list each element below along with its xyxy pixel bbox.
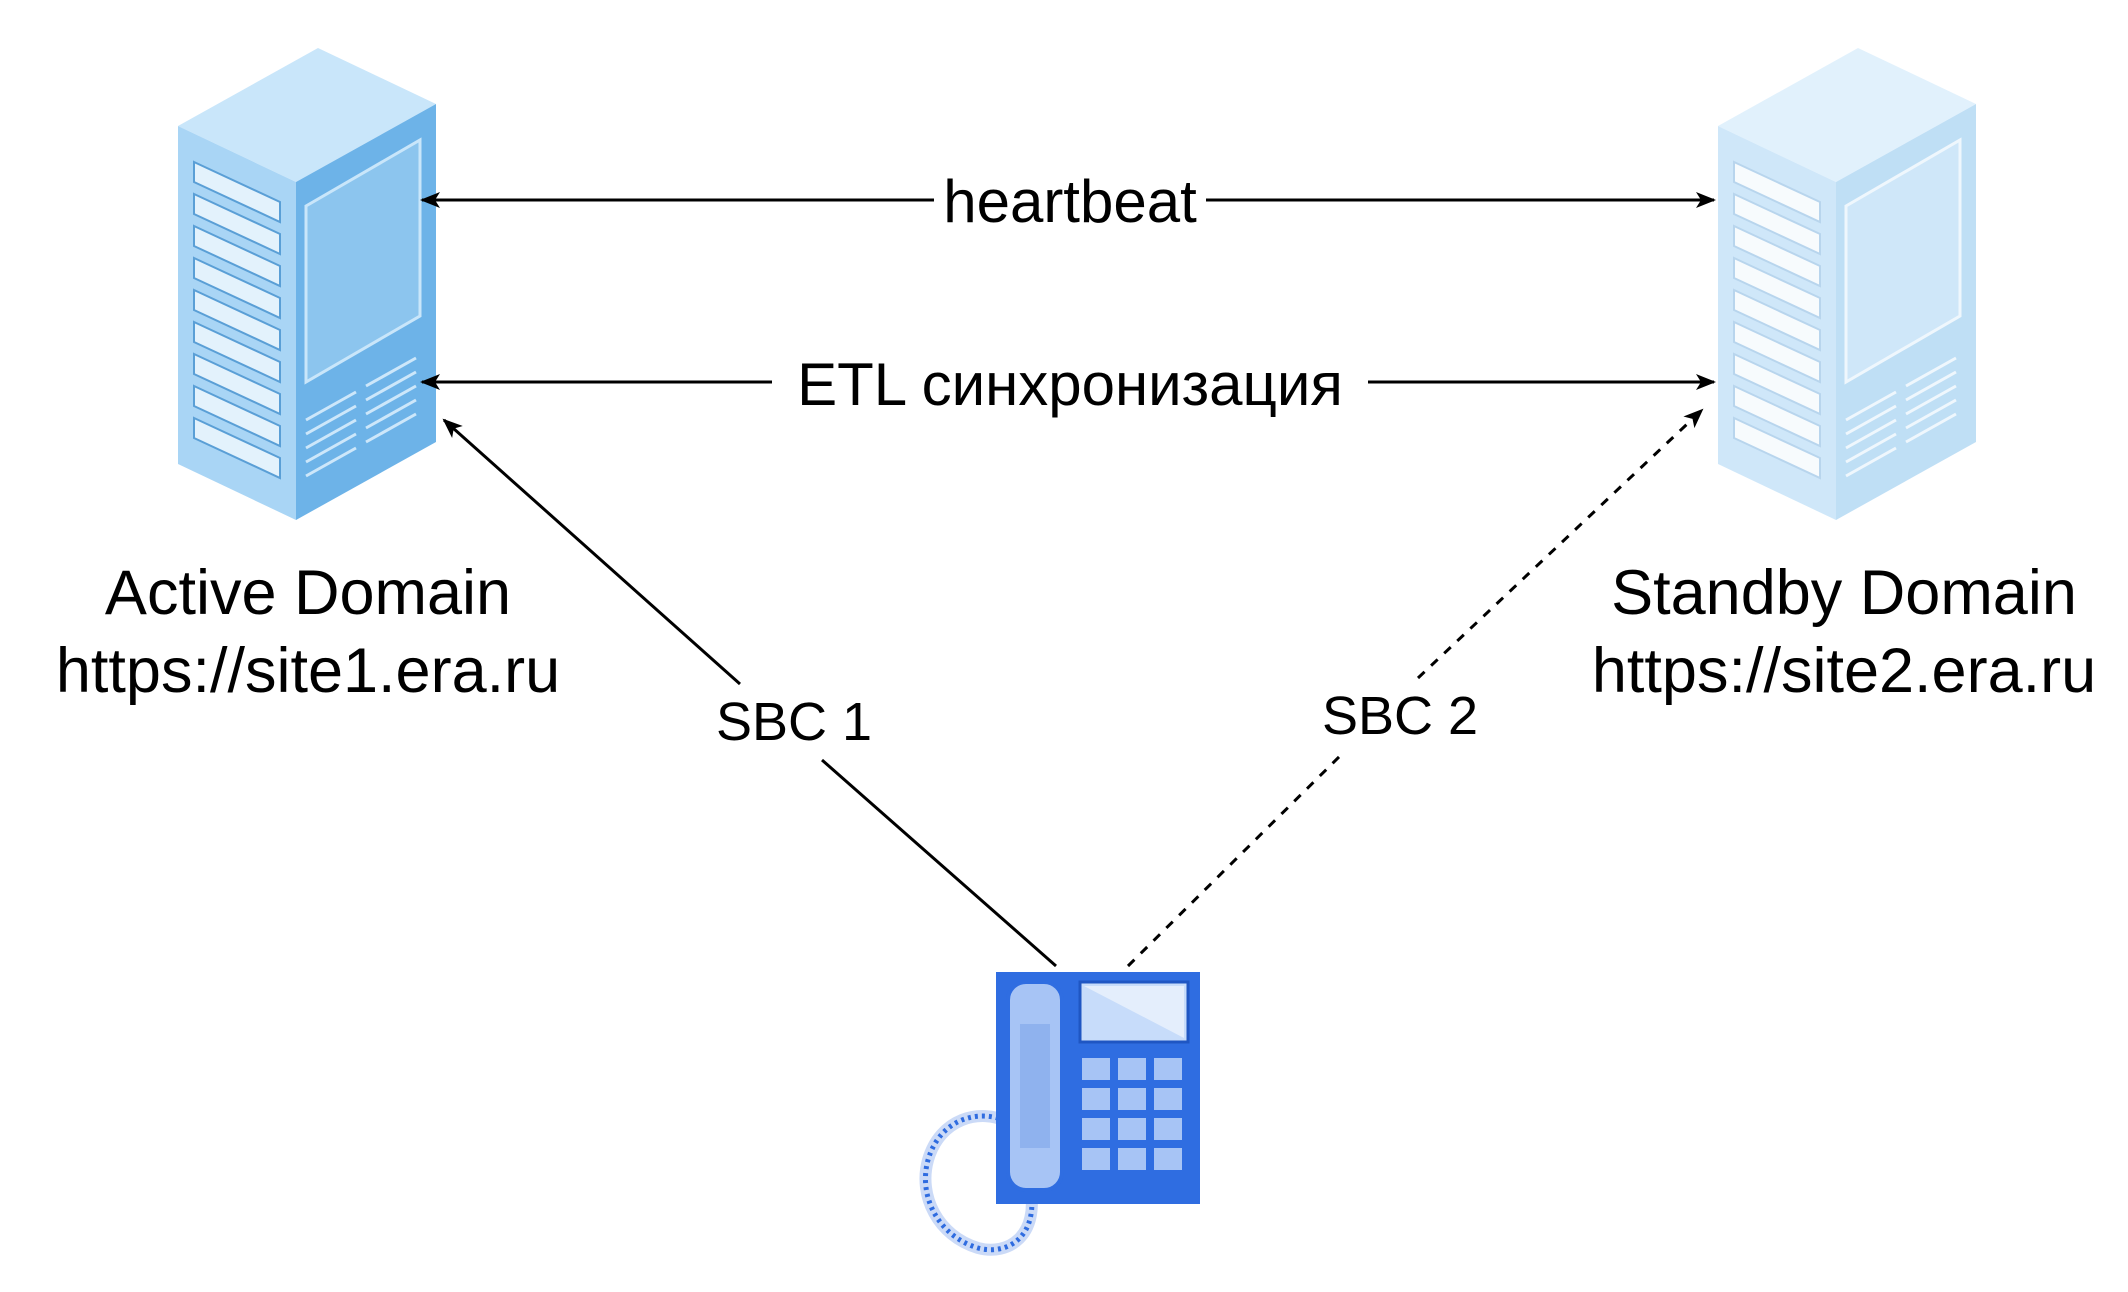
desk-phone-icon: [919, 972, 1200, 1256]
sbc2-label: SBC 2: [1322, 686, 1478, 746]
sbc1-label: SBC 1: [716, 692, 872, 752]
standby-domain-url: https://site2.era.ru: [1592, 636, 2096, 706]
standby-server-icon: [1718, 48, 1976, 520]
active-domain-title: Active Domain: [105, 558, 511, 628]
heartbeat-label: heartbeat: [943, 168, 1197, 235]
sbc1-edge: [442, 418, 1057, 968]
sbc2-edge: [1126, 408, 1704, 968]
active-domain-url: https://site1.era.ru: [56, 636, 560, 706]
etl-label: ETL синхронизация: [797, 351, 1343, 418]
active-server-icon: [178, 48, 436, 520]
standby-domain-title: Standby Domain: [1611, 558, 2077, 628]
